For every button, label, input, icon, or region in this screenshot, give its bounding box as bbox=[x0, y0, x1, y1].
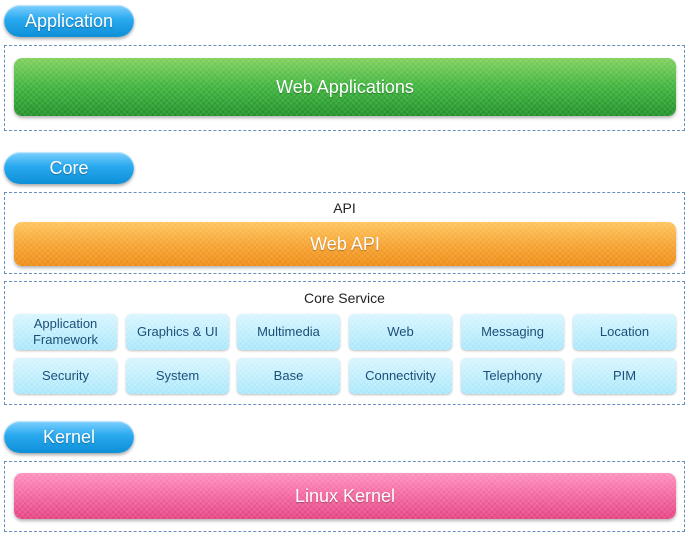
web-api-bar: Web API bbox=[14, 222, 676, 266]
application-layer-label: Application bbox=[4, 5, 134, 37]
service-tile-system: System bbox=[126, 358, 229, 394]
api-heading: API bbox=[333, 200, 356, 216]
web-applications-bar: Web Applications bbox=[14, 58, 676, 116]
api-box bbox=[4, 192, 685, 274]
core-service-heading: Core Service bbox=[304, 290, 385, 306]
service-tile-connectivity: Connectivity bbox=[349, 358, 452, 394]
service-tile-web: Web bbox=[349, 314, 452, 350]
core-layer-label: Core bbox=[4, 152, 134, 184]
service-tile-location: Location bbox=[573, 314, 676, 350]
service-tile-pim: PIM bbox=[573, 358, 676, 394]
kernel-layer-box bbox=[4, 461, 685, 532]
kernel-layer-label: Kernel bbox=[4, 421, 134, 453]
service-tile-security: Security bbox=[14, 358, 117, 394]
service-tile-base: Base bbox=[237, 358, 340, 394]
service-tile-application-framework: Application Framework bbox=[14, 314, 117, 350]
service-tile-telephony: Telephony bbox=[461, 358, 564, 394]
application-layer-box bbox=[4, 45, 685, 131]
core-service-box bbox=[4, 281, 685, 405]
service-tile-multimedia: Multimedia bbox=[237, 314, 340, 350]
linux-kernel-bar: Linux Kernel bbox=[14, 473, 676, 519]
service-tile-graphics-ui: Graphics & UI bbox=[126, 314, 229, 350]
service-tile-messaging: Messaging bbox=[461, 314, 564, 350]
